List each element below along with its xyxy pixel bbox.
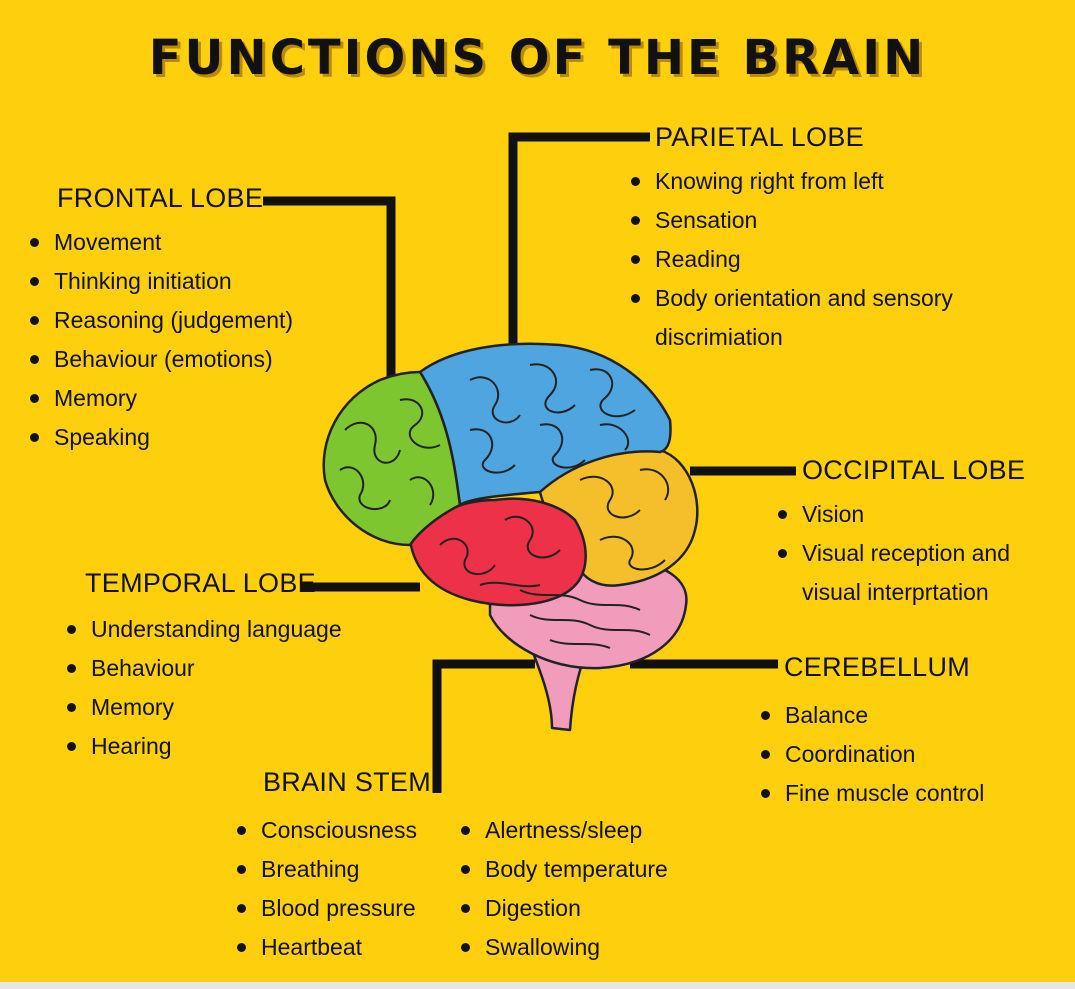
list-item: Thinking initiation (27, 262, 293, 301)
brain-stem-list-right: Alertness/sleep Body temperature Digesti… (458, 811, 668, 967)
frontal-lobe-heading: FRONTAL LOBE (57, 183, 264, 213)
frontal-lobe-list: Movement Thinking initiation Reasoning (… (27, 223, 293, 457)
cerebellum-list: Balance Coordination Fine muscle control (758, 696, 984, 813)
list-item: Knowing right from left (628, 162, 1008, 201)
list-item: Sensation (628, 201, 1008, 240)
list-item: Balance (758, 696, 984, 735)
list-item: Heartbeat (234, 928, 417, 967)
list-item: Fine muscle control (758, 774, 984, 813)
brain-stem-list-left: Consciousness Breathing Blood pressure H… (234, 811, 417, 967)
cerebellum-heading: CEREBELLUM (784, 652, 971, 682)
list-item: Reading (628, 240, 1008, 279)
list-item: Understanding language (64, 610, 342, 649)
frontal-connector (263, 196, 396, 395)
parietal-lobe-heading: PARIETAL LOBE (655, 122, 864, 152)
list-item: Body orientation and sensory discrimiati… (628, 279, 985, 357)
list-item: Visual reception and visual interprtatio… (775, 534, 1032, 612)
list-item: Movement (27, 223, 293, 262)
list-item: Consciousness (234, 811, 417, 850)
connector-lines (263, 132, 796, 793)
brain-stem-heading: BRAIN STEM (263, 767, 432, 797)
list-item: Alertness/sleep (458, 811, 668, 850)
parietal-connector (508, 132, 650, 362)
list-item: Speaking (27, 418, 293, 457)
occipital-lobe-list: Vision Visual reception and visual inter… (775, 495, 1045, 612)
list-item: Breathing (234, 850, 417, 889)
list-item: Behaviour (emotions) (27, 340, 293, 379)
occipital-lobe-heading: OCCIPITAL LOBE (802, 455, 1026, 485)
parietal-lobe-list: Knowing right from left Sensation Readin… (628, 162, 1008, 357)
list-item: Vision (775, 495, 1045, 534)
list-item: Swallowing (458, 928, 668, 967)
gyri-lines (339, 363, 670, 649)
list-item: Memory (27, 379, 293, 418)
list-item: Hearing (64, 727, 342, 766)
list-item: Blood pressure (234, 889, 417, 928)
list-item: Coordination (758, 735, 984, 774)
brainstem-connector (432, 659, 535, 793)
frontal-region (322, 370, 462, 547)
temporal-lobe-list: Understanding language Behaviour Memory … (64, 610, 342, 766)
list-item: Body temperature (458, 850, 668, 889)
temporal-region (408, 497, 587, 607)
temporal-lobe-heading: TEMPORAL LOBE (85, 568, 316, 598)
page-title: FUNCTIONS OF THE BRAIN (148, 30, 927, 86)
list-item: Digestion (458, 889, 668, 928)
list-item: Memory (64, 688, 342, 727)
list-item: Reasoning (judgement) (27, 301, 293, 340)
list-item: Behaviour (64, 649, 342, 688)
brain-illustration (322, 342, 699, 732)
bottom-strip (0, 982, 1075, 989)
